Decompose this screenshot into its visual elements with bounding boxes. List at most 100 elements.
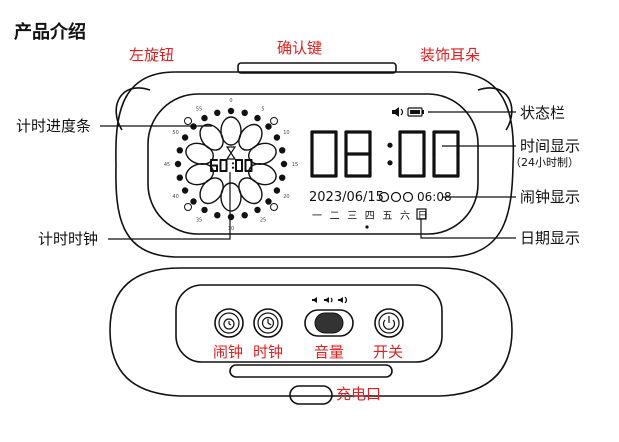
colon-dot	[231, 166, 235, 169]
status-icons	[392, 107, 424, 117]
label-status-bar: 状态栏	[520, 104, 565, 122]
dial-tick-label: 25	[260, 217, 266, 223]
dial-dot	[176, 147, 183, 154]
dial-dot	[280, 160, 288, 168]
dial-petal	[220, 182, 242, 212]
top-body	[109, 267, 513, 397]
dial-dot	[254, 114, 261, 122]
dial-tick-label: 10	[283, 130, 289, 136]
btn-label-alarm: 闹钟	[213, 343, 243, 361]
weekday-dot	[365, 225, 369, 229]
weekday-label: 五	[382, 211, 392, 222]
dial-dot	[265, 123, 272, 130]
dial-dot	[181, 187, 189, 194]
dial-dot	[241, 109, 248, 117]
label-alarm-display: 闹钟显示	[520, 188, 580, 206]
dial-tick-label: 40	[172, 194, 178, 200]
dial-petal	[185, 142, 214, 165]
label-charge-port: 充电口	[336, 385, 381, 403]
dial-dot	[201, 206, 208, 214]
btn-label-power: 开关	[373, 343, 403, 361]
dial-dot	[174, 160, 182, 168]
dial-tick-label: 30	[228, 226, 234, 232]
dial-tick-label: 45	[164, 162, 170, 168]
dial-petal	[199, 123, 224, 151]
dial-petal	[220, 116, 242, 146]
label-confirm-key: 确认键	[277, 39, 322, 57]
label-timer-clock: 计时时钟	[38, 230, 98, 248]
clock-icon	[261, 316, 275, 330]
dial-corner-knob	[270, 203, 278, 211]
colon-dot	[387, 160, 393, 166]
right-ear	[477, 87, 513, 131]
btn-label-clock: 时钟	[253, 343, 283, 361]
charge-port	[289, 385, 333, 405]
big-time	[310, 130, 460, 178]
volume-knob[interactable]	[304, 296, 354, 337]
dial-petal	[185, 163, 214, 186]
button-panel	[175, 284, 443, 363]
speaker-icon	[392, 107, 399, 117]
dial-dot	[227, 213, 235, 221]
dial-dot	[214, 109, 221, 117]
clock-button[interactable]	[253, 308, 283, 338]
date-text: 2023/06/15	[309, 190, 384, 205]
dial-corner-knob	[184, 117, 192, 125]
dial-dot	[176, 174, 183, 181]
dial-tick-label: 50	[172, 130, 178, 136]
weekday-label: 二	[330, 211, 340, 222]
label-progress-bar: 计时进度条	[16, 117, 91, 135]
dial-petal	[238, 123, 263, 151]
device-top	[109, 267, 513, 405]
dial-dot	[273, 134, 281, 141]
alarm-clock-icon	[223, 318, 235, 330]
dial-tick-label: 5	[261, 107, 264, 113]
label-date-display: 日期显示	[520, 229, 580, 247]
dial-petal	[238, 177, 263, 205]
label-left-knob: 左旋钮	[129, 46, 174, 64]
dial-tick-label: 35	[196, 217, 202, 223]
confirm-key	[237, 62, 397, 74]
device-body	[115, 71, 515, 258]
colon-dot	[231, 162, 235, 165]
display-screen	[147, 93, 479, 235]
alarm-bells	[378, 191, 414, 203]
btn-label-volume: 音量	[314, 343, 344, 361]
alarm-button[interactable]	[214, 308, 244, 338]
power-icon	[382, 316, 396, 330]
dial-corner-knob	[184, 203, 192, 211]
dial-dot	[273, 187, 281, 194]
dial-dot	[181, 134, 189, 141]
label-time-display: 时间显示	[520, 137, 580, 155]
weekday-label: 三	[347, 211, 357, 222]
top-slot	[229, 364, 393, 378]
colon-dot	[387, 142, 393, 148]
dial-petal	[248, 142, 277, 165]
dial-dot	[265, 198, 272, 205]
weekday-label: 六	[400, 210, 410, 222]
label-ear-decor: 装饰耳朵	[420, 46, 480, 64]
dial-petal	[199, 177, 224, 205]
dial-dot	[279, 147, 286, 154]
dial-dot	[241, 212, 248, 219]
dial-dot	[227, 107, 235, 115]
power-button[interactable]	[374, 308, 404, 338]
dial-dot	[201, 114, 208, 122]
dial-dot	[279, 174, 286, 181]
hourglass-icon	[225, 146, 237, 160]
page-title: 产品介绍	[14, 21, 86, 43]
dial-tick-label: 20	[283, 194, 289, 200]
dial-petal	[248, 163, 277, 186]
weekday-label: 一	[312, 211, 322, 222]
dial-tick-label: 0	[229, 98, 232, 104]
device-front	[115, 62, 515, 258]
weekday-row: 一二三四五六日	[312, 210, 428, 222]
dial-dot	[254, 206, 261, 214]
dial-dot	[190, 198, 197, 205]
weekday-label: 日	[418, 211, 428, 222]
dial-tick-label: 55	[196, 107, 202, 113]
volume-icon	[312, 296, 348, 304]
alarm-time-text: 06:08	[417, 190, 452, 204]
dial-corner-knob	[270, 117, 278, 125]
